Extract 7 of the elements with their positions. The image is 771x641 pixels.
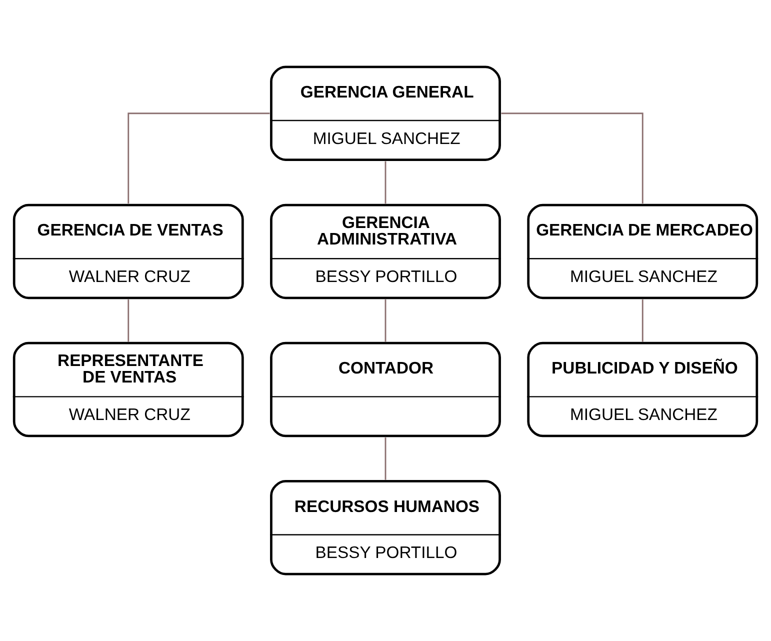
connector <box>384 161 386 204</box>
connector <box>128 299 130 342</box>
connector <box>642 299 644 342</box>
connector <box>128 112 270 204</box>
connector <box>501 112 644 204</box>
connector <box>384 437 386 480</box>
connector <box>384 299 386 342</box>
